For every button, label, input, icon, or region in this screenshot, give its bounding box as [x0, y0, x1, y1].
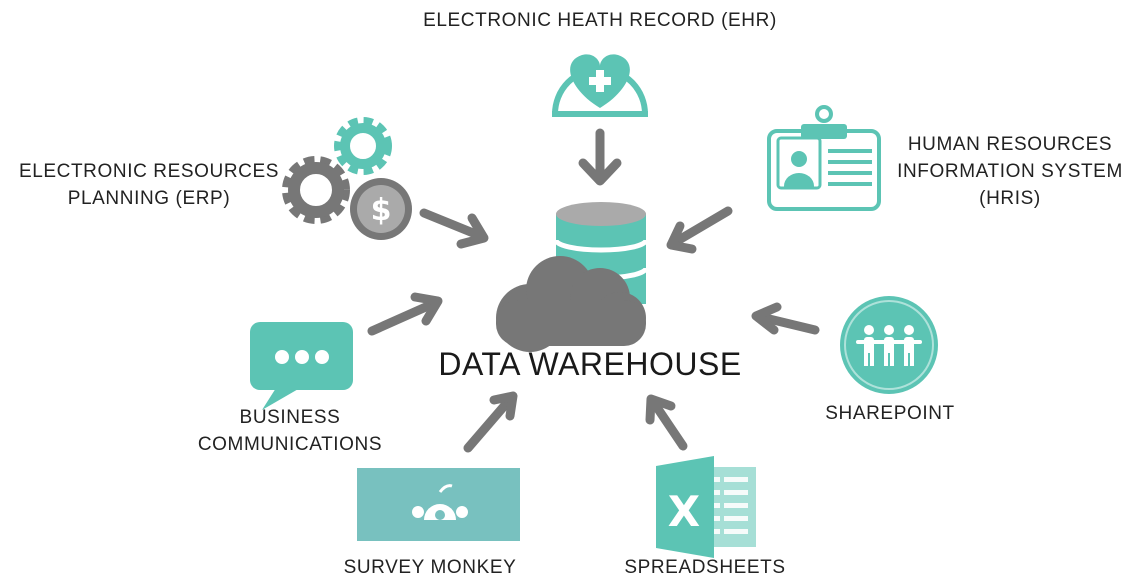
arrow-ehr-to-warehouse	[578, 128, 622, 186]
data-warehouse-icon	[496, 202, 649, 352]
heart-cross-icon	[552, 54, 648, 117]
cloud-icon	[496, 256, 646, 352]
business-communications-label: BUSINESS COMMUNICATIONS	[197, 407, 383, 455]
arrow-erp-to-warehouse	[419, 208, 489, 249]
id-badge-icon	[767, 105, 881, 211]
arrow-business-to-warehouse	[367, 292, 443, 336]
dollar-coin-icon: $	[350, 178, 412, 240]
svg-text:X: X	[668, 487, 700, 536]
arrow-spreadsheets-to-warehouse	[645, 394, 688, 451]
sharepoint-label: SHAREPOINT	[825, 403, 955, 424]
gray-gear-icon	[282, 156, 350, 224]
erp-label: ELECTRONIC RESOURCES PLANNING (ERP)	[18, 161, 280, 209]
teal-gear-icon	[334, 117, 392, 175]
chat-bubble-icon	[250, 322, 353, 410]
arrow-hris-to-warehouse	[666, 206, 733, 254]
survey-monkey-logo-icon	[357, 468, 520, 541]
spreadsheets-label: SPREADSHEETS	[624, 557, 786, 578]
hris-label: HUMAN RESOURCES INFORMATION SYSTEM (HRIS…	[897, 134, 1123, 209]
data-warehouse-label: DATA WAREHOUSE	[438, 346, 742, 382]
svg-text:$: $	[371, 193, 392, 228]
arrow-sharepoint-to-warehouse	[751, 302, 820, 335]
gears-dollar-icon: $	[282, 117, 412, 240]
people-circle-icon	[840, 296, 938, 394]
excel-icon: X	[656, 456, 756, 558]
arrow-survey-to-warehouse	[463, 391, 518, 453]
ehr-label: ELECTRONIC HEATH RECORD (EHR)	[423, 10, 777, 31]
survey-monkey-label: SURVEY MONKEY	[343, 557, 517, 578]
